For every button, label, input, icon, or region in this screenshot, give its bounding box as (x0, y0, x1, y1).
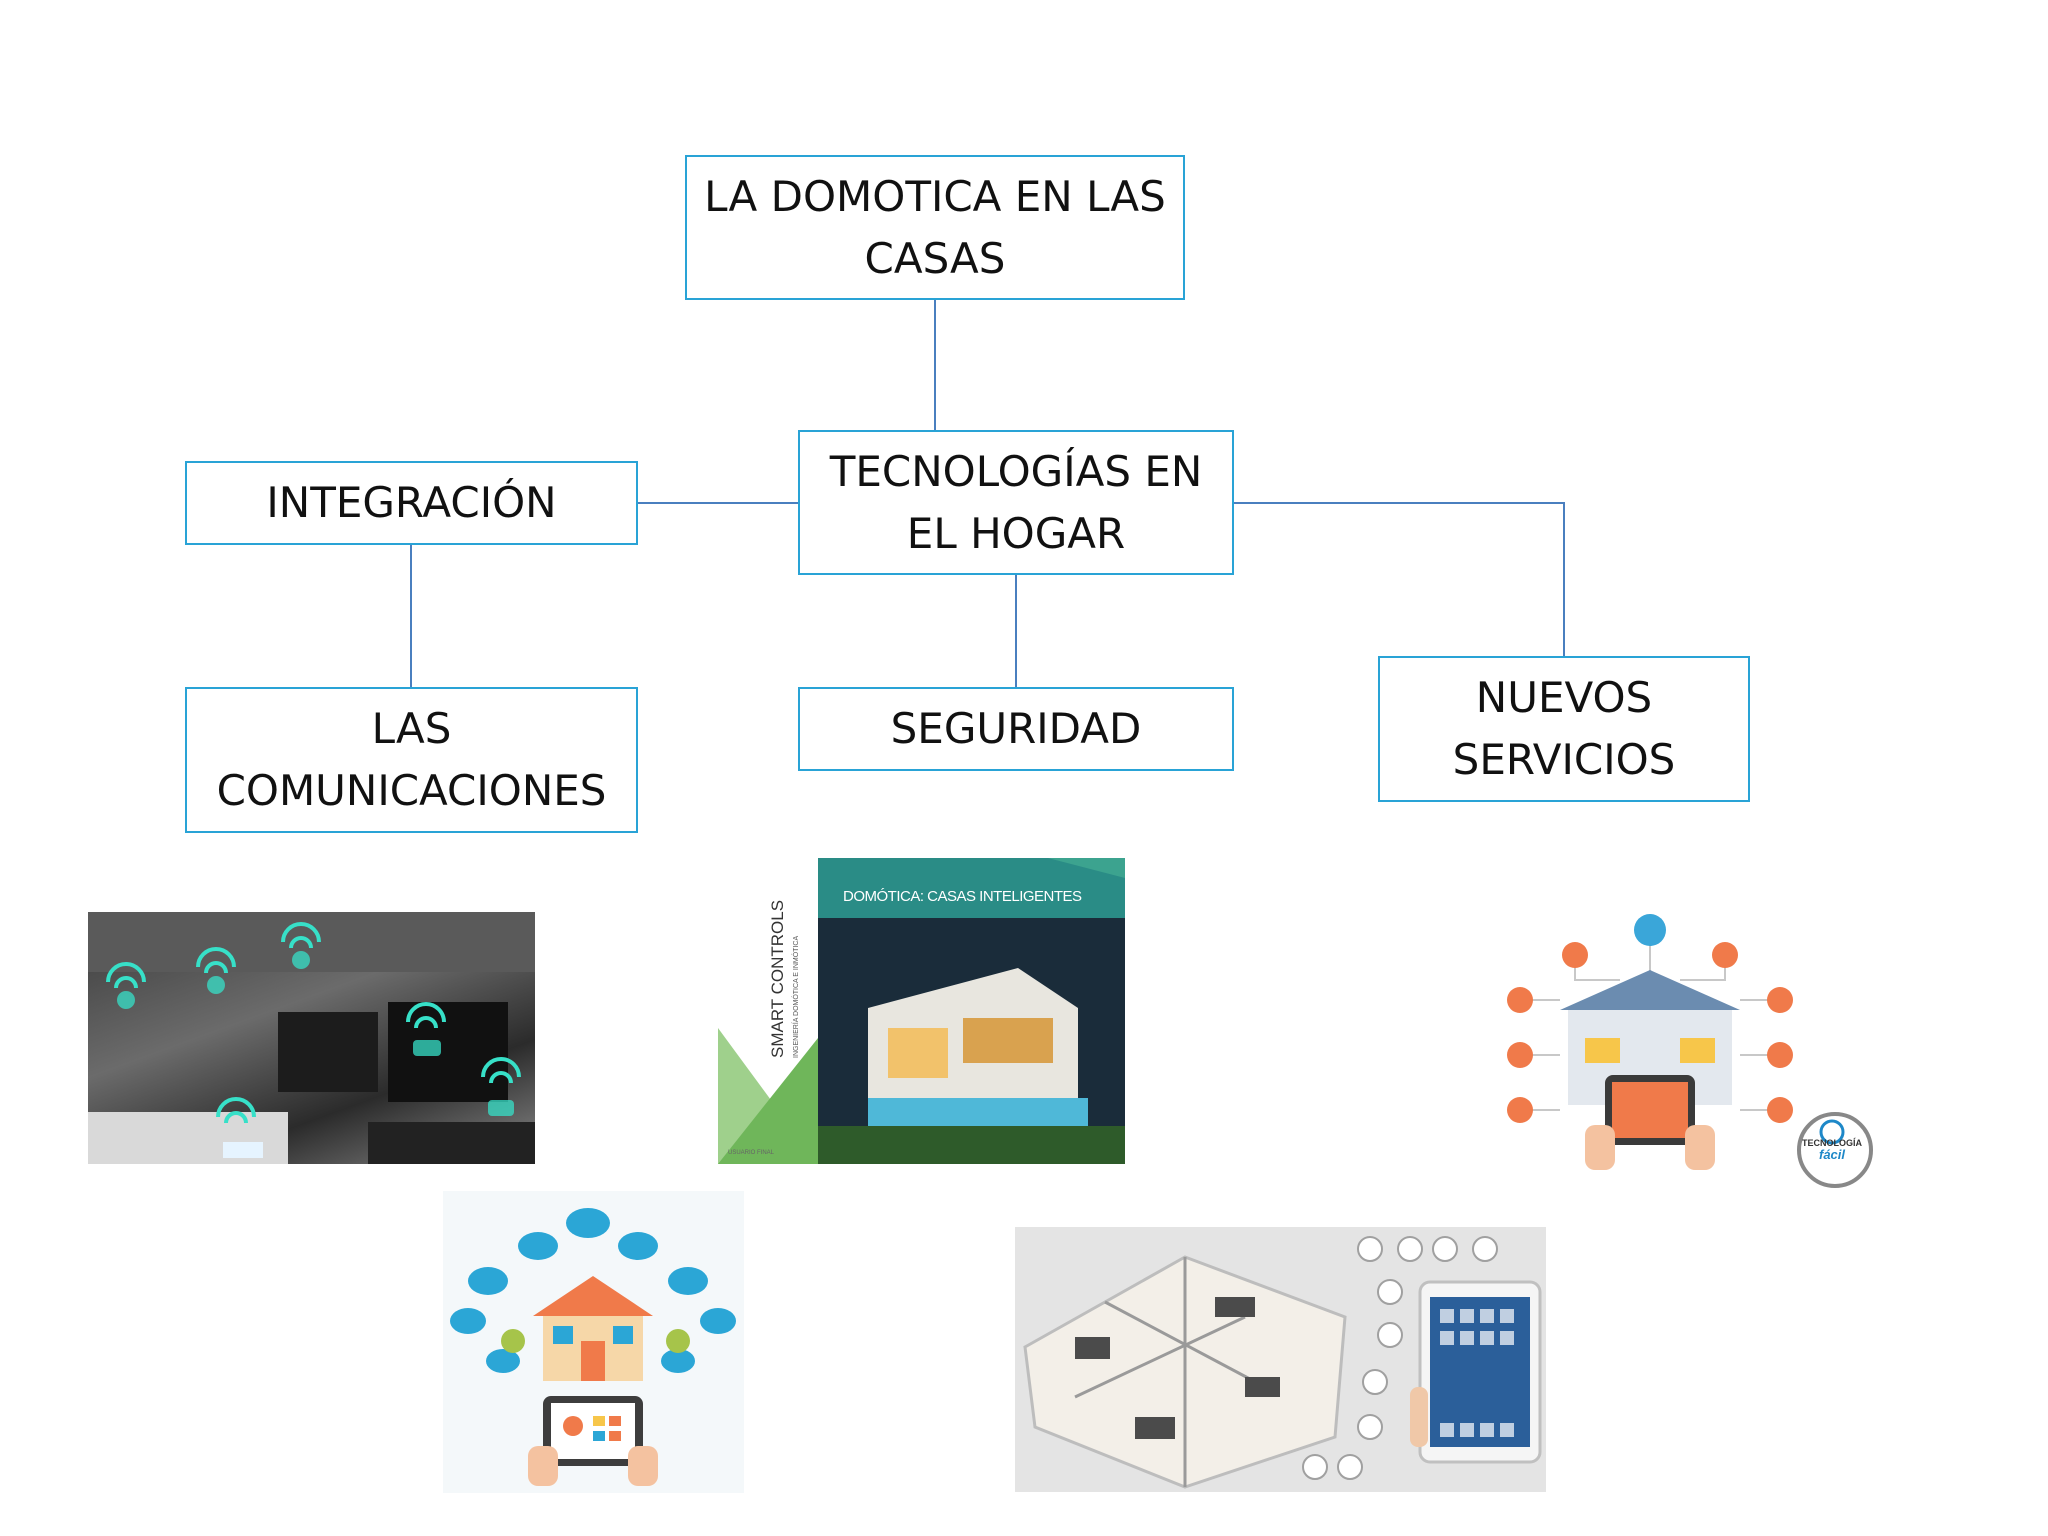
book-cover-illustration: USUARIO FINAL (718, 858, 1125, 1164)
floor-plan-tablet-illustration (1015, 1227, 1546, 1492)
node-seguridad: SEGURIDAD (798, 687, 1234, 771)
smart-home-services-image: TECNOLOGÍA fácil (1480, 910, 1890, 1190)
badge-line-1: TECNOLOGÍA (1802, 1138, 1862, 1148)
domotica-book-cover-image: USUARIO FINAL DOMÓTICA: CASAS INTELIGENT… (718, 858, 1125, 1164)
book-cover-side-title: SMART CONTROLS (768, 899, 787, 1058)
node-las-comunicaciones: LAS COMUNICACIONES (185, 687, 638, 833)
badge-line-2: fácil (1818, 1147, 1845, 1162)
book-cover-side-subtitle: INGENIERÍA DOMÓTICA E INMÓTICA (793, 935, 800, 1058)
svg-text:USUARIO FINAL: USUARIO FINAL (728, 1150, 775, 1156)
node-text-line: CASAS (864, 233, 1006, 283)
node-text-line: LA DOMOTICA EN LAS (704, 171, 1166, 221)
floor-plan-tablet-image (1015, 1227, 1546, 1492)
book-cover-title: DOMÓTICA: CASAS INTELIGENTES (843, 888, 1082, 905)
smart-living-room-image (88, 912, 535, 1164)
node-text-line: SEGURIDAD (890, 704, 1142, 753)
tecnologia-facil-badge: TECNOLOGÍA fácil (1798, 1138, 1866, 1162)
node-text-line: NUEVOS (1475, 673, 1653, 722)
living-room-illustration (88, 912, 535, 1164)
edge-center-serv (1234, 502, 1565, 656)
node-la-domotica-en-las-casas: LA DOMOTICA EN LAS CASAS (685, 155, 1185, 300)
node-nuevos-servicios: NUEVOS SERVICIOS (1378, 656, 1750, 802)
node-text-line: COMUNICACIONES (216, 766, 607, 815)
node-integracion: INTEGRACIÓN (185, 461, 638, 545)
node-text-line: LAS (371, 704, 452, 753)
node-text-line: TECNOLOGÍAS EN (829, 446, 1203, 496)
smart-home-services-illustration (1507, 914, 1873, 1188)
node-text-line: SERVICIOS (1452, 735, 1676, 784)
node-text-line: EL HOGAR (906, 508, 1126, 558)
cloud-house-image (443, 1191, 744, 1493)
cloud-house-illustration (443, 1191, 744, 1493)
node-text-line: INTEGRACIÓN (266, 478, 557, 527)
node-tecnologias-en-el-hogar: TECNOLOGÍAS EN EL HOGAR (798, 430, 1234, 575)
